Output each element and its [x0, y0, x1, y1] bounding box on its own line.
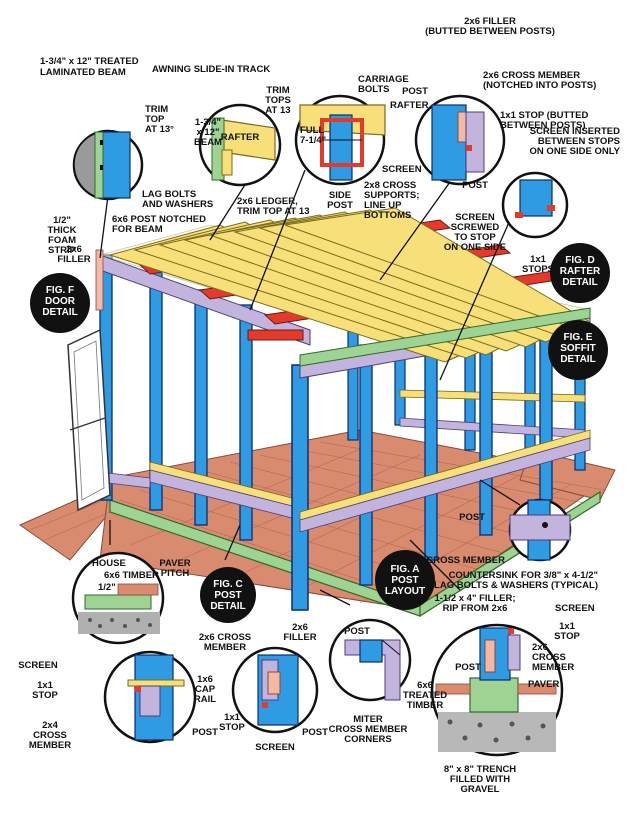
label-house: HOUSE — [92, 558, 126, 569]
inset-screen-stops — [501, 171, 569, 239]
left-wall-frame — [95, 249, 311, 541]
inset-rafter-ledger — [198, 103, 282, 187]
label-cross-member-mid: CROSS MEMBER — [426, 555, 505, 566]
inset-post-filler — [414, 94, 506, 186]
inset-house-timber — [71, 551, 165, 645]
inset-cross-member — [508, 498, 572, 562]
label-screen-br: SCREEN — [555, 603, 595, 614]
label-screen-bl: SCREEN — [18, 660, 58, 671]
label-post-c: POST — [302, 727, 328, 738]
label-countersink: COUNTERSINK FOR 3/8" x 4-1/2"LAG BOLTS &… — [434, 570, 598, 591]
label-filler-butted: 2x6 FILLER(BUTTED BETWEEN POSTS) — [425, 16, 555, 37]
inset-beam-detail — [72, 129, 144, 201]
roof-framing — [98, 207, 592, 367]
label-half-inch: 1/2" — [98, 582, 116, 593]
label-post-a: POST — [344, 626, 370, 637]
label-timber-6x6: 6x6 TIMBER — [104, 570, 159, 581]
label-post-right: POST — [462, 180, 488, 191]
label-ledger: 2x6 LEDGER,TRIM TOP AT 13 — [237, 196, 310, 217]
screen-door — [67, 328, 111, 512]
label-post-mid: POST — [459, 512, 485, 523]
label-beam-size: 1-3/4"x 12"BEAM — [194, 117, 222, 148]
back-wall-posts — [347, 299, 586, 471]
inset-trench-detail — [430, 623, 564, 757]
inset-post-detail-c — [231, 646, 319, 734]
label-screen-top: SCREEN — [382, 164, 422, 175]
label-post-bl: POST — [192, 727, 218, 738]
label-post-br: POST — [455, 662, 481, 673]
leader-lines — [99, 169, 521, 641]
label-rafter: RAFTER — [221, 132, 260, 143]
label-paver-br: PAVER — [528, 679, 559, 690]
inset-miter-corners — [328, 618, 412, 702]
label-rafter-b: RAFTER — [390, 100, 429, 111]
inset-cap-rail — [103, 650, 197, 744]
label-filler-rip: 1-1/2 x 4" FILLER;RIP FROM 2x6 — [434, 593, 515, 614]
label-cross-member-notched: 2x6 CROSS MEMBER(NOTCHED INTO POSTS) — [483, 70, 596, 91]
label-screen-c: SCREEN — [255, 742, 295, 753]
label-awning-track: AWNING SLIDE-IN TRACK — [152, 64, 270, 75]
inset-carriage-bolts — [294, 94, 386, 186]
fig-callouts — [30, 243, 610, 623]
label-post-top: POST — [402, 86, 428, 97]
